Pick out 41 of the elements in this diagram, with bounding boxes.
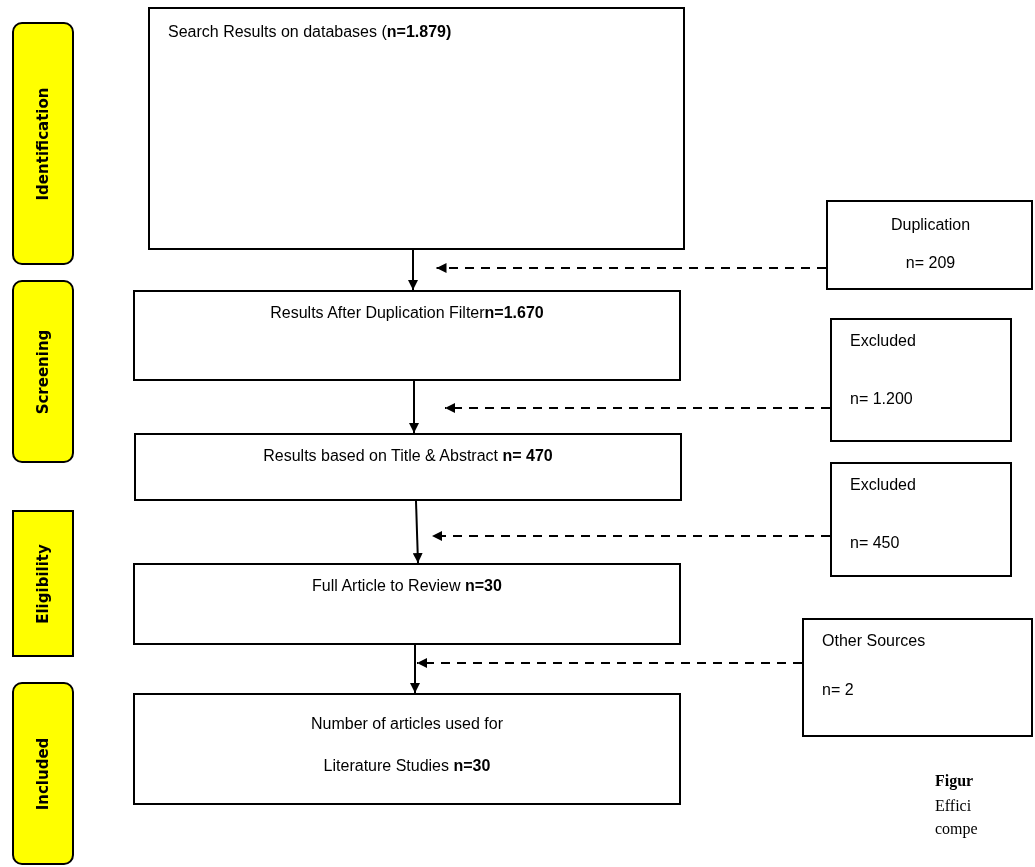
dashed-arrow: [416, 658, 803, 668]
dashed-arrow: [435, 263, 827, 273]
side-box: [830, 462, 1012, 577]
box-text: Excluded: [850, 476, 917, 494]
arrow: [409, 380, 419, 434]
side-box: [826, 200, 1033, 290]
stage-name: Included: [34, 737, 52, 810]
box-text: n= 2: [822, 681, 855, 699]
side-box: [802, 618, 1033, 737]
stage-name: Identification: [34, 87, 52, 200]
stage-label: [12, 682, 74, 865]
caption-text: compe: [935, 820, 978, 838]
stage-name: Screening: [34, 329, 52, 414]
box-text: Excluded: [850, 332, 917, 350]
process-box: [133, 563, 681, 645]
dashed-arrow: [444, 403, 831, 413]
side-box: [830, 318, 1012, 442]
stage-name: Eligibility: [34, 543, 52, 624]
stage-label: [12, 510, 74, 657]
box-text: Number of articles used for Literature Studies n=30: [309, 714, 505, 776]
arrow: [408, 249, 418, 291]
process-box: [148, 7, 685, 250]
box-text: Full Article to Review n=30: [311, 577, 503, 595]
box-text: Results based on Title & Abstract n= 470: [262, 447, 554, 465]
arrow: [412, 500, 423, 564]
box-text: n= 209: [904, 254, 957, 272]
arrow: [410, 644, 420, 694]
box-text: Other Sources: [822, 632, 927, 650]
box-text: Duplication: [889, 216, 972, 234]
caption-text: Figur: [935, 772, 974, 790]
process-box: [133, 693, 681, 805]
box-text: n= 450: [850, 534, 901, 552]
process-box: [134, 433, 682, 501]
box-text: Results After Duplication Filtern=1.670: [269, 304, 545, 322]
dashed-arrow: [431, 531, 831, 541]
stage-label: [12, 280, 74, 463]
stage-label: [12, 22, 74, 265]
box-text: Search Results on databases (n=1.879): [168, 23, 453, 41]
process-box: [133, 290, 681, 381]
caption-text: Effici: [935, 797, 972, 815]
box-text: n= 1.200: [850, 390, 914, 408]
